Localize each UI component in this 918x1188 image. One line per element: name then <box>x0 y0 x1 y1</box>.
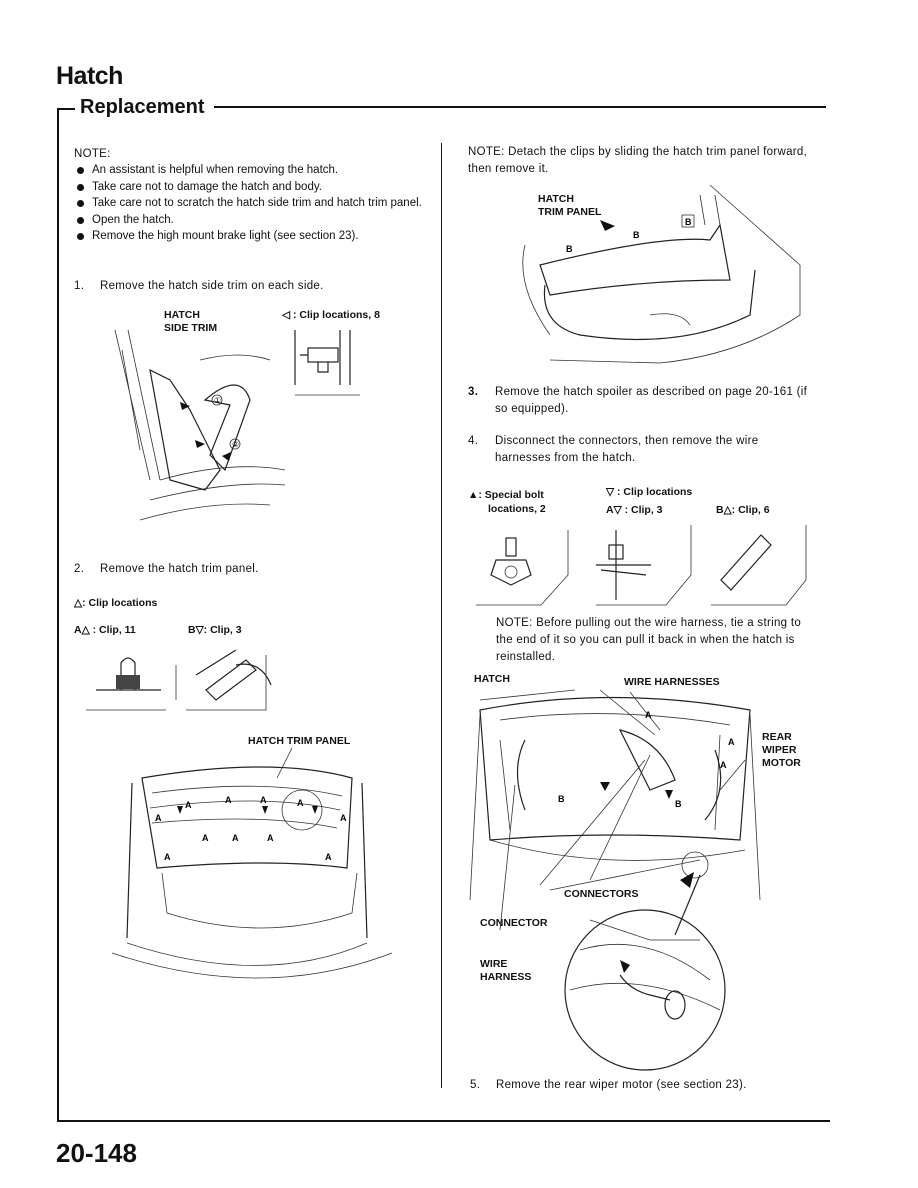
step-number: 5. <box>470 1079 481 1091</box>
step-text: Remove the hatch spoiler as described on… <box>495 386 808 415</box>
note-list: An assistant is helpful when removing th… <box>74 162 424 245</box>
page-number: 20-148 <box>56 1138 137 1168</box>
figure-label: WIRE <box>480 958 508 970</box>
note-item: Open the hatch. <box>74 212 424 229</box>
svg-text:A: A <box>297 798 304 808</box>
svg-text:A: A <box>340 813 347 823</box>
figure-label: HARNESS <box>480 971 532 983</box>
clip-b-label: B▽: Clip, 3 <box>188 624 242 636</box>
special-bolt-legend: locations, 2 <box>488 503 546 515</box>
callout-2: ② <box>229 438 241 450</box>
svg-text:B: B <box>685 217 692 227</box>
note-item: Take care not to scratch the hatch side … <box>74 195 424 212</box>
figure-label: WIPER <box>762 744 797 756</box>
figure-label: TRIM PANEL <box>538 206 602 218</box>
step-text: Remove the hatch trim panel. <box>100 563 259 575</box>
step-text: Remove the hatch side trim on each side. <box>100 280 324 292</box>
figure-label: CONNECTOR <box>480 917 548 929</box>
step-text: Disconnect the connectors, then remove t… <box>495 435 759 464</box>
figure-label: HATCH <box>538 193 574 205</box>
header-rule <box>214 106 826 108</box>
svg-text:②: ② <box>232 440 239 449</box>
callout-1: ① <box>211 394 223 406</box>
step-number: 4. <box>468 435 479 447</box>
figure-label: MOTOR <box>762 757 801 769</box>
figure-label: HATCH <box>474 673 510 685</box>
figure-label: SIDE TRIM <box>164 322 218 334</box>
header-rule-left <box>57 108 75 110</box>
svg-text:①: ① <box>214 396 221 405</box>
clip-details-illustration <box>86 649 272 711</box>
svg-text:A: A <box>155 813 162 823</box>
figure-label: HATCH <box>164 309 200 321</box>
wire-harness-illustration: A A A B B <box>469 689 761 1071</box>
note-text: NOTE: Before pulling out the wire harnes… <box>496 617 802 663</box>
column-divider <box>441 143 442 1088</box>
hatch-side-trim-illustration: ① ② <box>114 329 360 521</box>
bolt-and-clip-details-illustration <box>476 525 807 606</box>
figure-label: HATCH TRIM PANEL <box>248 735 351 747</box>
hatch-trim-panel-illustration: A A A A A A A A A A A <box>111 747 393 979</box>
step-number: 2. <box>74 563 85 575</box>
svg-text:A: A <box>260 795 267 805</box>
svg-text:B: B <box>633 230 640 240</box>
svg-text:B: B <box>675 799 682 809</box>
svg-text:A: A <box>728 737 735 747</box>
svg-text:A: A <box>645 710 652 720</box>
clip-legend: ▽ : Clip locations <box>606 486 693 498</box>
note-item: Take care not to damage the hatch and bo… <box>74 179 424 196</box>
clip-legend: ◁ : Clip locations, 8 <box>282 309 380 321</box>
figure-label: REAR <box>762 731 792 743</box>
clip-a-label: A▽ : Clip, 3 <box>606 504 663 516</box>
note-label: NOTE: <box>74 148 111 160</box>
page-title: Hatch <box>56 62 123 90</box>
svg-text:B: B <box>558 794 565 804</box>
hatch-trim-panel-removal-illustration: B B B <box>522 184 801 364</box>
svg-text:A: A <box>185 800 192 810</box>
note-text: NOTE: Detach the clips by sliding the ha… <box>468 146 808 175</box>
step-text: Remove the rear wiper motor (see section… <box>496 1079 747 1091</box>
svg-text:A: A <box>202 833 209 843</box>
step-number: 3. <box>468 386 479 398</box>
figure-label: CONNECTORS <box>564 888 639 900</box>
clip-legend: △: Clip locations <box>74 597 158 609</box>
left-margin-rule <box>57 108 59 1120</box>
figure-label: WIRE HARNESSES <box>624 676 720 688</box>
svg-text:A: A <box>325 852 332 862</box>
svg-text:A: A <box>720 760 727 770</box>
svg-text:B: B <box>566 244 573 254</box>
svg-text:A: A <box>225 795 232 805</box>
special-bolt-legend: ▲: Special bolt <box>468 489 544 501</box>
footer-rule <box>57 1120 830 1122</box>
note-item: An assistant is helpful when removing th… <box>74 162 424 179</box>
step-number: 1. <box>74 280 85 292</box>
svg-text:A: A <box>164 852 171 862</box>
note-item: Remove the high mount brake light (see s… <box>74 228 424 245</box>
svg-text:A: A <box>267 833 274 843</box>
clip-a-label: A△ : Clip, 11 <box>74 624 136 636</box>
section-subtitle: Replacement <box>80 96 205 118</box>
clip-b-label: B△: Clip, 6 <box>716 504 770 516</box>
svg-text:A: A <box>232 833 239 843</box>
